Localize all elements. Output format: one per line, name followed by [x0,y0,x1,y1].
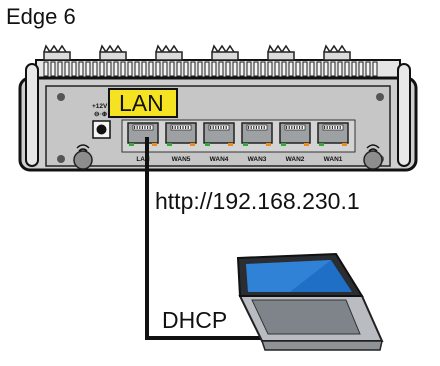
antenna-connector-right [363,144,383,170]
status-led-icon [228,143,233,146]
port-label: WAN3 [248,156,267,163]
lan-badge: LAN [108,88,178,118]
status-led-icon [266,143,271,146]
status-led-icon [319,143,324,146]
heatsink-fins [43,44,378,77]
dhcp-label: DHCP [162,307,228,333]
status-led-icon [342,143,347,146]
status-led-icon [129,143,134,146]
router-chassis: +12V ⊖◦⊕ LAN WAN5 WAN4 WAN3 WAN2 WAN1 [18,44,418,172]
power-label: +12V [92,103,108,110]
port-label: LAN [136,156,150,163]
lan-badge-label: LAN [119,90,164,116]
router-address: http://192.168.230.1 [155,188,360,214]
laptop-icon [236,252,384,351]
screw-icon [57,93,65,101]
ethernet-port-wan1: WAN1 [317,122,349,163]
device-title: Edge 6 [6,4,76,29]
antenna-connector-left [73,144,93,170]
ethernet-port-wan3: WAN3 [241,122,273,163]
status-led-icon [152,143,157,146]
status-led-icon [190,143,195,146]
ethernet-port-lan: LAN [127,122,159,163]
ethernet-cable [145,137,268,340]
status-led-icon [243,143,248,146]
status-led-icon [281,143,286,146]
power-polarity-icon: ⊖◦⊕ [94,111,108,118]
screw-icon [376,93,384,101]
power-jack [92,120,111,139]
port-label: WAN5 [172,156,191,163]
status-led-icon [205,143,210,146]
ethernet-port-wan2: WAN2 [279,122,311,163]
ethernet-ports: LAN WAN5 WAN4 WAN3 WAN2 WAN1 [127,122,349,163]
port-label: WAN4 [210,156,229,163]
port-label: WAN1 [324,156,343,163]
screw-icon [57,155,65,163]
ethernet-port-wan4: WAN4 [203,122,235,163]
port-label: WAN2 [286,156,305,163]
status-led-icon [167,143,172,146]
status-led-icon [304,143,309,146]
ethernet-port-wan5: WAN5 [165,122,197,163]
